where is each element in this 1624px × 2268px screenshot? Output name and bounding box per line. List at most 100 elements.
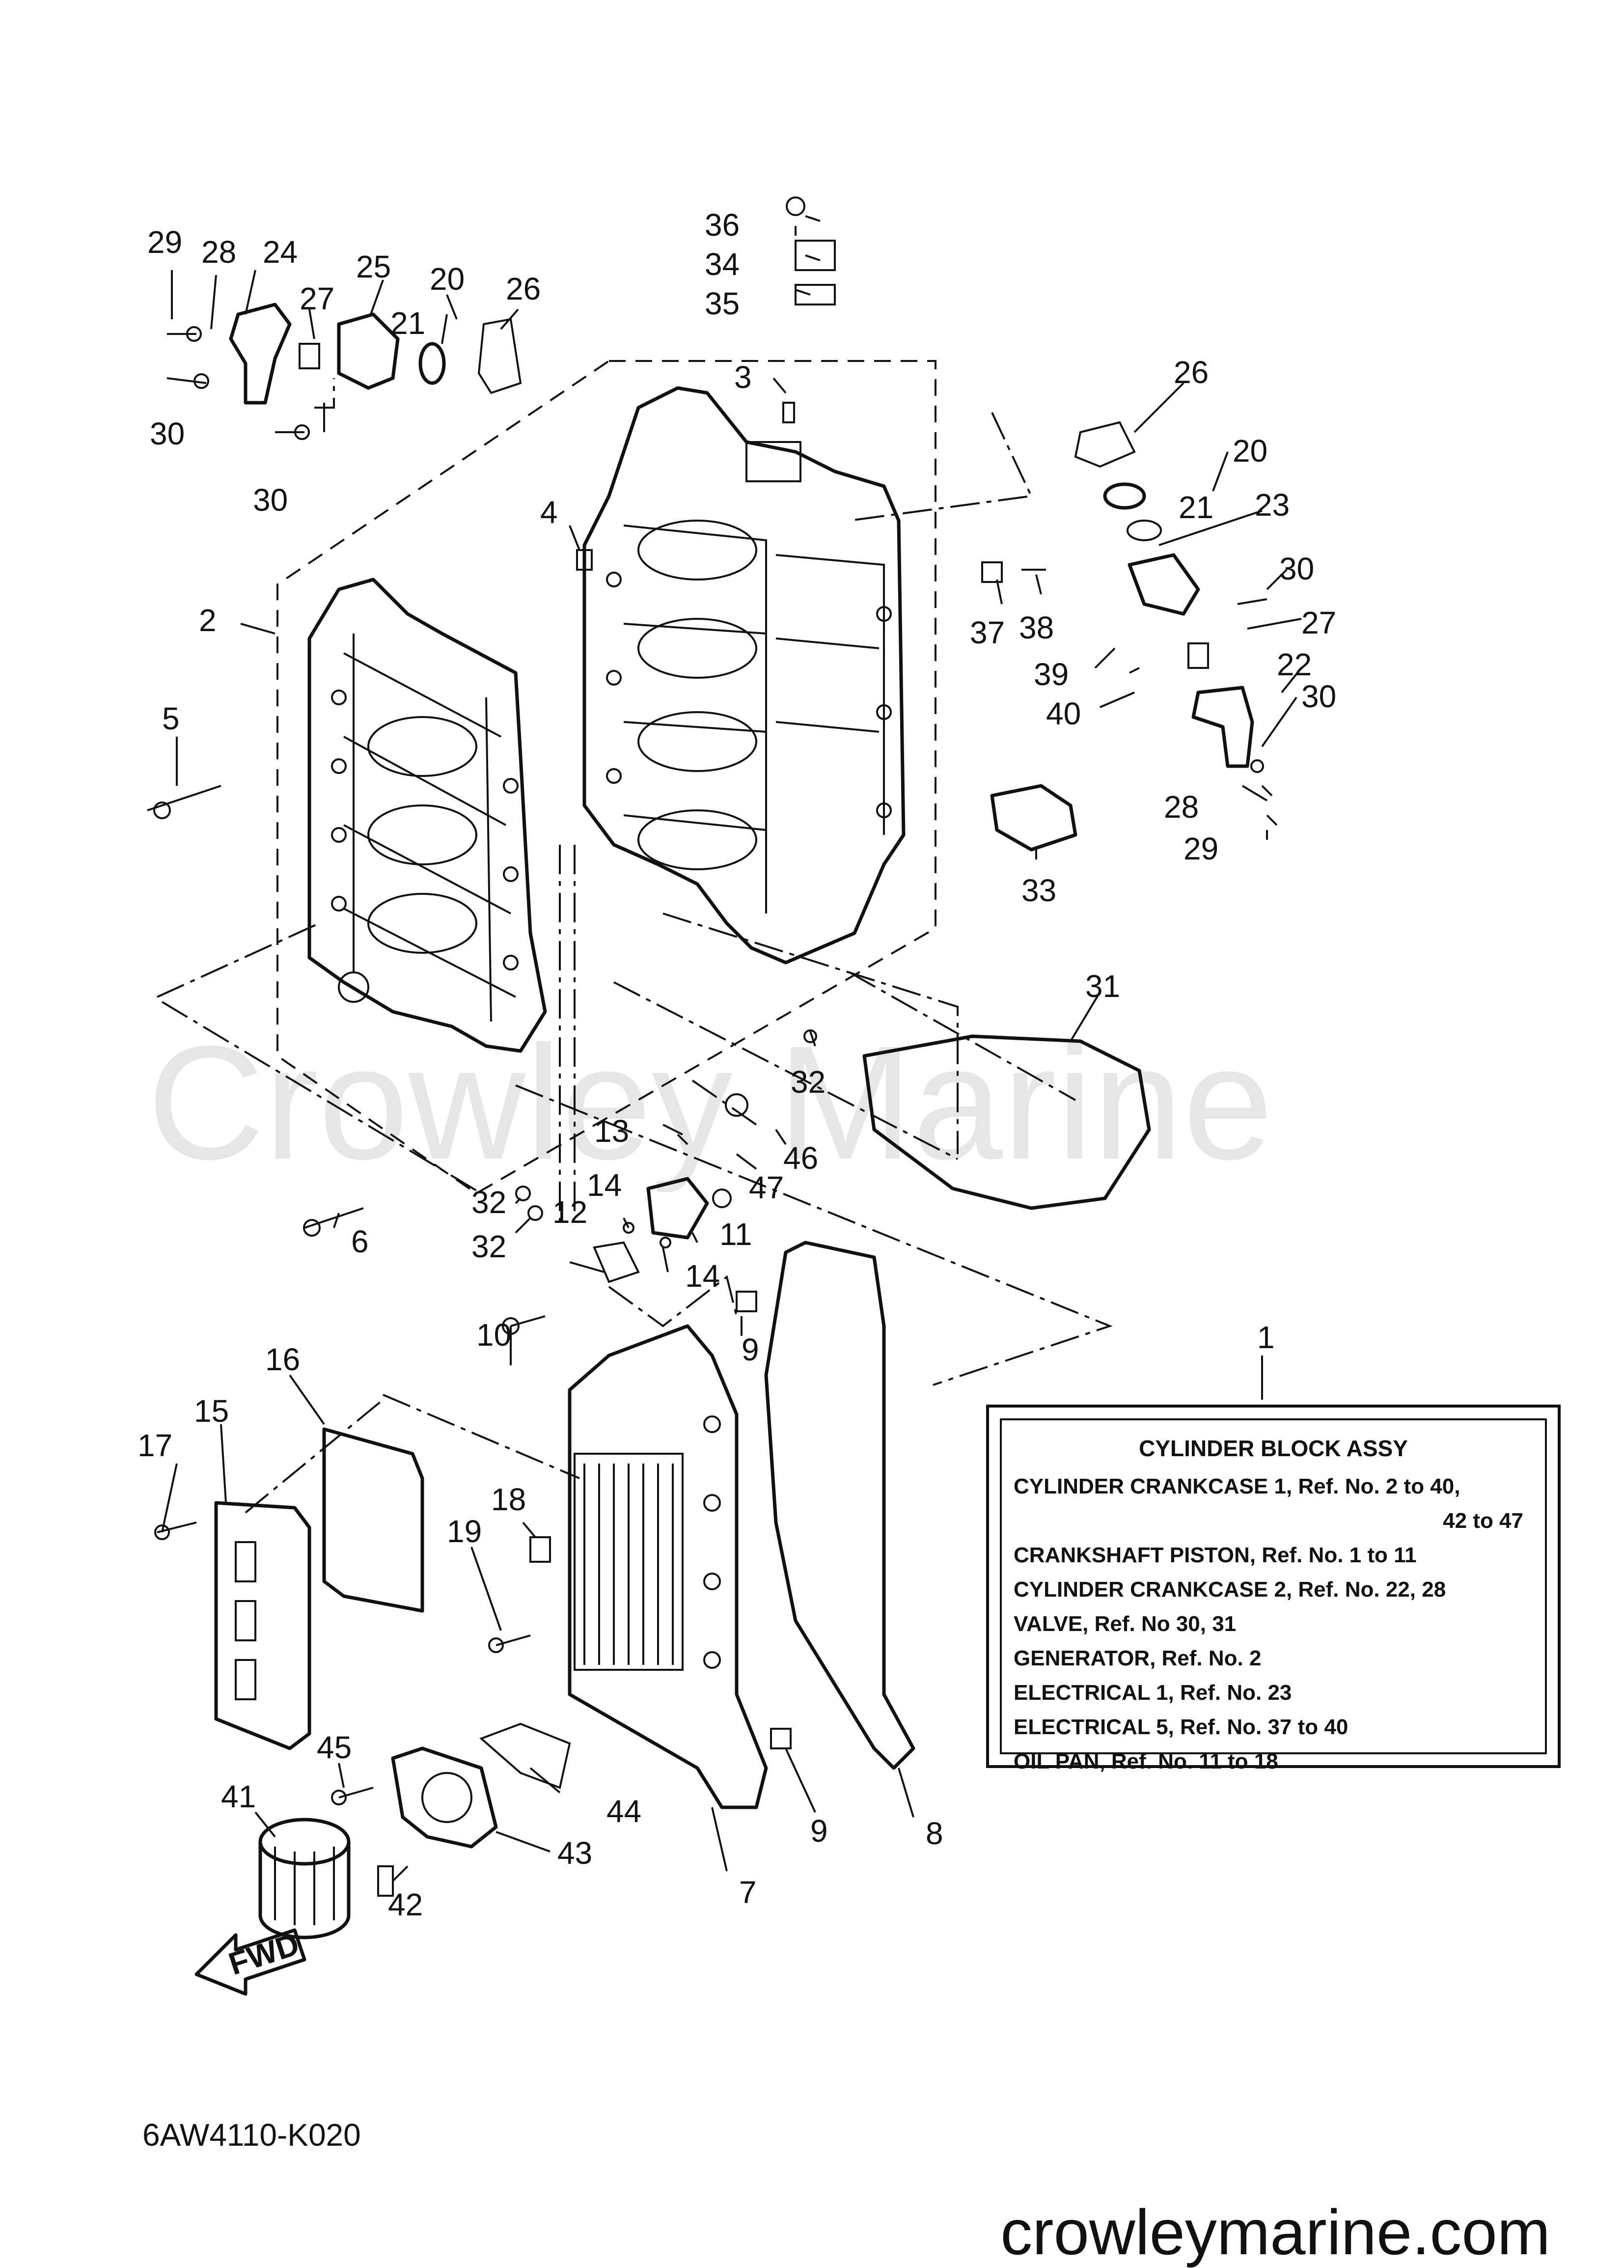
callout-33: 33	[1021, 873, 1056, 908]
legend-line: CRANKSHAFT PISTON, Ref. No. 1 to 11	[1014, 1543, 1417, 1567]
legend-line: ELECTRICAL 1, Ref. No. 23	[1014, 1681, 1292, 1705]
callout-9: 9	[742, 1332, 759, 1367]
callout-13: 13	[594, 1113, 629, 1149]
callout-26: 26	[1174, 355, 1209, 390]
callout-18: 18	[491, 1482, 526, 1517]
callout-20: 20	[1233, 433, 1267, 469]
callout-36: 36	[705, 207, 740, 243]
callout-23: 23	[1255, 487, 1290, 523]
leader-lines	[161, 215, 1302, 1882]
assembly-dashed-boundary	[276, 360, 936, 1195]
footer-url: crowleymarine.com	[1000, 2196, 1550, 2268]
anode-33	[990, 784, 1077, 852]
legend-title: CYLINDER BLOCK ASSY	[1139, 1436, 1408, 1461]
callout-46: 46	[783, 1140, 818, 1176]
callout-28: 28	[201, 234, 236, 270]
filter-bracket	[391, 1746, 498, 1849]
callout-35: 35	[705, 286, 740, 321]
thermostat-gasket-right	[1074, 421, 1136, 468]
thermostat-housing-right	[1128, 553, 1200, 616]
callout-7: 7	[739, 1875, 757, 1910]
legend-inner-frame: CYLINDER BLOCK ASSY CYLINDER CRANKCASE 1…	[1000, 1418, 1547, 1773]
callout-25: 25	[356, 249, 391, 284]
callout-12: 12	[552, 1194, 587, 1230]
callout-15: 15	[194, 1393, 229, 1429]
thermostat-cover-right	[1191, 686, 1254, 768]
crankcase-half	[307, 578, 547, 1053]
callout-41: 41	[221, 1779, 256, 1814]
callout-30: 30	[1279, 551, 1314, 586]
thermostat-left	[418, 342, 446, 385]
fasteners	[147, 196, 1278, 1897]
callout-45: 45	[317, 1730, 352, 1765]
callout-21: 21	[1179, 490, 1213, 525]
callout-10: 10	[476, 1317, 511, 1353]
callout-3: 3	[734, 360, 752, 395]
callout-32: 32	[471, 1229, 506, 1264]
callout-16: 16	[265, 1342, 300, 1377]
callout-26: 26	[506, 271, 541, 306]
legend-line: 42 to 47	[1443, 1509, 1523, 1533]
legend-line: CYLINDER CRANKCASE 1, Ref. No. 2 to 40,	[1014, 1474, 1460, 1498]
callout-34: 34	[705, 247, 740, 282]
callout-21: 21	[390, 305, 425, 341]
callout-9: 9	[810, 1813, 828, 1849]
callout-30: 30	[253, 482, 288, 518]
callout-31: 31	[1085, 968, 1120, 1004]
callout-40: 40	[1046, 696, 1081, 731]
callout-43: 43	[557, 1835, 592, 1871]
legend-line: OIL PAN, Ref. No. 11 to 18	[1014, 1749, 1278, 1773]
callout-17: 17	[138, 1428, 172, 1463]
large-gasket	[764, 1241, 915, 1770]
cover-plate	[214, 1501, 311, 1750]
legend-line: ELECTRICAL 5, Ref. No. 37 to 40	[1014, 1715, 1349, 1739]
callout-32: 32	[471, 1185, 506, 1220]
legend-line: VALVE, Ref. No 30, 31	[1014, 1612, 1237, 1636]
oil-pan	[568, 1324, 768, 1809]
reference-lines	[157, 378, 1113, 1514]
callout-47: 47	[749, 1170, 784, 1205]
callout-24: 24	[263, 234, 298, 270]
callout-42: 42	[388, 1887, 423, 1922]
legend-lines: CYLINDER CRANKCASE 1, Ref. No. 2 to 40, …	[1014, 1469, 1533, 1779]
callout-32: 32	[791, 1064, 826, 1100]
callout-5: 5	[162, 701, 180, 736]
callout-29: 29	[147, 224, 182, 260]
callout-27: 27	[1301, 605, 1336, 640]
callout-4: 4	[540, 495, 558, 530]
bracket-gasket	[479, 1722, 571, 1789]
hose-joint	[646, 1177, 709, 1240]
thermostat-seal-right	[1127, 520, 1162, 541]
callout-14: 14	[587, 1167, 622, 1203]
thermostat-right	[1103, 482, 1146, 510]
callout-20: 20	[430, 261, 465, 297]
drawing-code: 6AW4110-K020	[142, 2117, 361, 2153]
top-gasket	[862, 1034, 1151, 1210]
callout-2: 2	[199, 603, 217, 638]
thermostat-gasket-left	[477, 318, 522, 394]
thermostat-housing-left	[337, 312, 400, 390]
cover-gasket	[322, 1427, 424, 1613]
legend-line: CYLINDER CRANKCASE 2, Ref. No. 22, 28	[1014, 1577, 1446, 1602]
callout-11: 11	[719, 1217, 752, 1252]
callout-1: 1	[1257, 1320, 1275, 1355]
oil-filter	[258, 1818, 351, 1939]
legend-line: GENERATOR, Ref. No. 2	[1014, 1646, 1262, 1670]
callout-30: 30	[1301, 679, 1336, 714]
callout-27: 27	[300, 281, 334, 316]
callout-44: 44	[606, 1794, 641, 1829]
callout-39: 39	[1034, 657, 1069, 692]
forward-arrow: FWD	[194, 1926, 306, 1996]
callout-29: 29	[1184, 831, 1218, 866]
callout-30: 30	[150, 416, 185, 451]
joint-gasket	[593, 1241, 640, 1283]
callout-19: 19	[447, 1514, 482, 1549]
callout-8: 8	[926, 1816, 943, 1851]
callout-14: 14	[685, 1258, 720, 1294]
watermark-text: Crowley Marine	[147, 1012, 1273, 1193]
callout-numbers: 29 28 24 25 20 26 27 21 30 30 36 34 35 3…	[138, 207, 1336, 1922]
thermostat-cover-left	[229, 303, 292, 405]
reference-legend: CYLINDER BLOCK ASSY CYLINDER CRANKCASE 1…	[986, 1405, 1561, 1773]
callout-6: 6	[351, 1224, 369, 1259]
